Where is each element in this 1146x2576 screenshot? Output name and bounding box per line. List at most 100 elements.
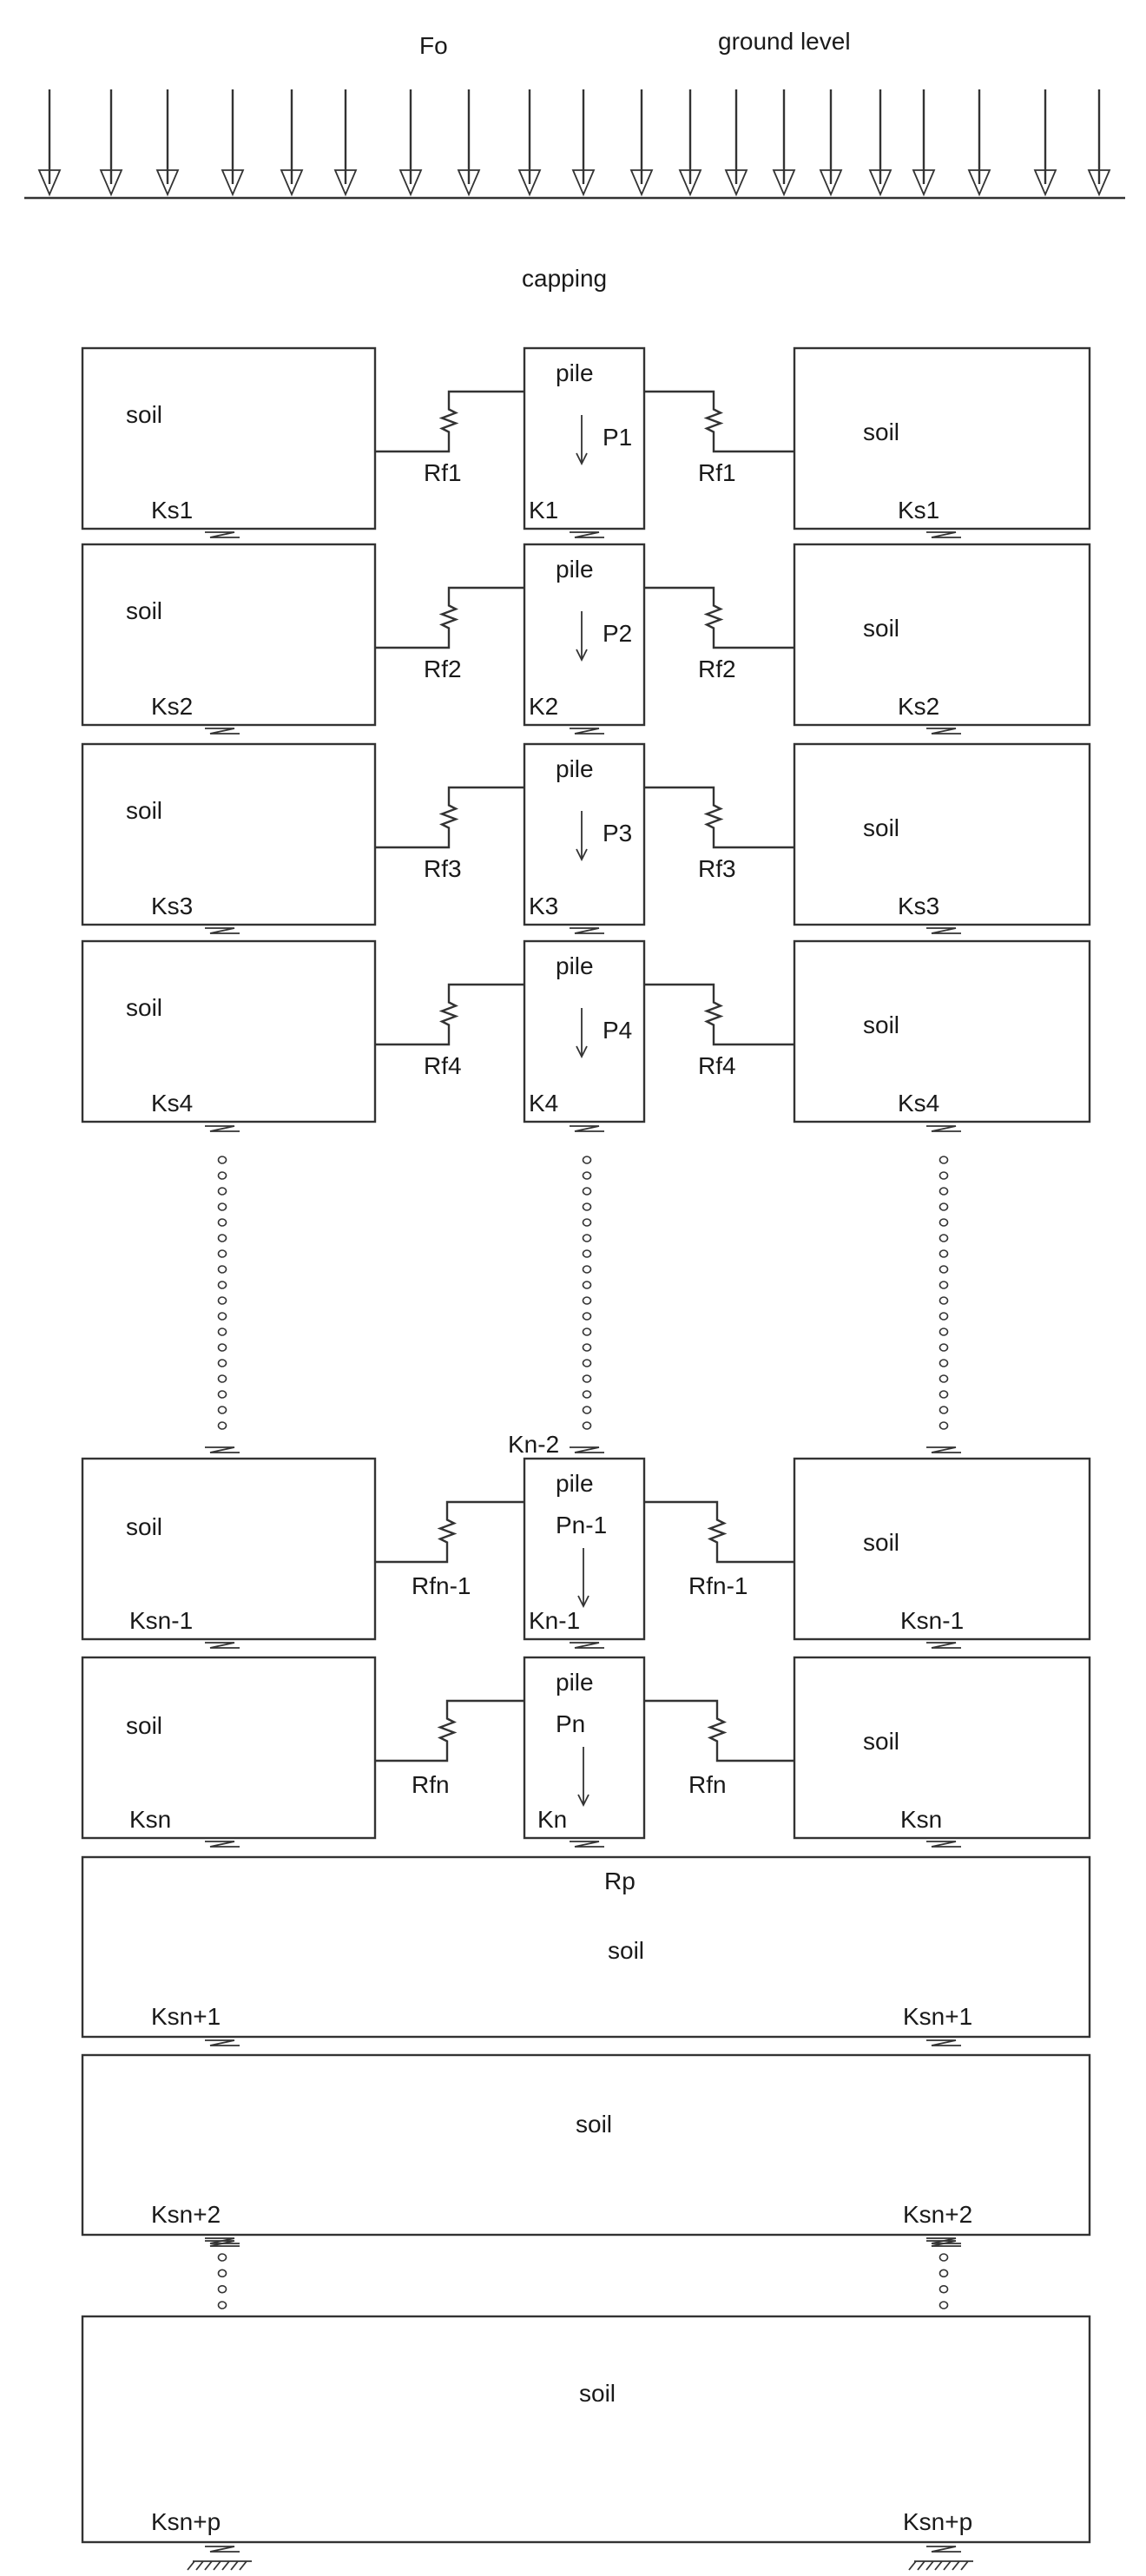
fixed-support-hatch (934, 2560, 943, 2571)
continuation-dot (217, 1281, 227, 1289)
pile-stiffness-label: K4 (529, 1090, 558, 1117)
bottom-soil-label: soil (576, 2111, 612, 2138)
right-soil-stiffness-label: Ksn (900, 1806, 942, 1833)
continuation-dot (939, 2284, 949, 2294)
fixed-support-hatch (221, 2560, 230, 2571)
pile-load-label: P4 (603, 1017, 632, 1044)
continuation-dots-group: Kn-2 (205, 1125, 961, 1458)
load-arrow-head-icon (155, 169, 180, 197)
continuation-dot (217, 1296, 227, 1305)
continuation-spring (205, 1125, 240, 1132)
continuation-spring (205, 1446, 240, 1453)
right-friction-label: Rf3 (698, 855, 736, 882)
right-soil-stiffness-label: Ksn-1 (900, 1607, 964, 1634)
load-arrow-head-icon (99, 169, 123, 197)
load-arrow-head-icon (457, 169, 481, 197)
continuation-dot (217, 2253, 227, 2262)
pile-load-label: P1 (603, 424, 632, 451)
load-arrow-head-icon (571, 169, 596, 197)
pile-label: pile (556, 556, 594, 583)
left-soil-spring (205, 927, 240, 934)
pile-load-arrow-head (576, 649, 588, 662)
continuation-dot (217, 2284, 227, 2294)
left-soil-label: soil (126, 1513, 162, 1540)
bottom-soil-layer-box (81, 1855, 1091, 2039)
right-soil-stiffness-label: Ks4 (898, 1090, 939, 1117)
load-arrow-head-icon (517, 169, 542, 197)
continuation-dot (939, 1249, 949, 1258)
continuation-dot (582, 1359, 592, 1367)
left-friction-label: Rf4 (424, 1052, 462, 1079)
continuation-dot (217, 1421, 227, 1430)
right-soil-spring (926, 1841, 961, 1848)
right-friction-spring (644, 1699, 794, 1762)
right-soil-spring (926, 1642, 961, 1649)
left-friction-spring (375, 1500, 524, 1564)
pile-tip-resistance-label: Rp (604, 1868, 636, 1894)
load-arrow-head-icon (912, 169, 936, 197)
continuation-dot (939, 1406, 949, 1414)
continuation-dot (217, 1374, 227, 1383)
continuation-spring (926, 2240, 961, 2247)
continuation-dot (939, 1281, 949, 1289)
pile-box (523, 1656, 646, 1840)
pile-spring (570, 531, 604, 538)
left-soil-stiffness-label: Ks1 (151, 497, 193, 524)
left-soil-stiffness-label: Ksn-1 (129, 1607, 193, 1634)
continuation-dot (582, 1156, 592, 1164)
load-arrow-head-icon (280, 169, 304, 197)
continuation-dot (217, 1156, 227, 1164)
bottom-soil-label: soil (608, 1937, 644, 1964)
pile-load-arrow-head (576, 452, 588, 466)
pile-stiffness-label: K2 (529, 693, 558, 720)
pile-load-label: P2 (603, 620, 632, 647)
bottom-soil-label: soil (579, 2380, 616, 2407)
pile-load-arrow-head (577, 1794, 589, 1808)
continuation-dot (939, 1156, 949, 1164)
right-friction-spring (644, 786, 794, 849)
load-arrow-head-icon (1087, 169, 1111, 197)
load-arrow-head-icon (868, 169, 892, 197)
continuation-dot (582, 1249, 592, 1258)
pile-label: pile (556, 952, 594, 979)
continuation-dot (939, 2253, 949, 2262)
left-soil-label: soil (126, 797, 162, 824)
left-soil-label: soil (126, 401, 162, 428)
load-arrow-head-icon (333, 169, 358, 197)
left-soil-spring (205, 1642, 240, 1649)
continuation-dot (217, 1328, 227, 1336)
bottom-left-stiffness-label: Ksn+2 (151, 2201, 221, 2228)
bottom-soil-spring (926, 2039, 961, 2046)
fixed-support-hatch (925, 2560, 934, 2571)
right-soil-spring (926, 728, 961, 735)
right-friction-label: Rf1 (698, 459, 736, 486)
continuation-dot (939, 1187, 949, 1196)
fixed-support-hatch (204, 2560, 213, 2571)
bottom-left-stiffness-label: Ksn+p (151, 2508, 221, 2535)
continuation-dot (582, 1202, 592, 1211)
load-arrow-head-icon (819, 169, 843, 197)
continuation-dot (582, 1374, 592, 1383)
right-soil-box (793, 1656, 1091, 1840)
pile-label: pile (556, 1470, 594, 1497)
continuation-dot (217, 1359, 227, 1367)
left-soil-spring (205, 1841, 240, 1848)
fixed-support-hatch (960, 2560, 969, 2571)
bottom-soil-layer-box (81, 2053, 1091, 2237)
pile-label: pile (556, 359, 594, 386)
fixed-support-hatch (908, 2560, 917, 2571)
left-friction-spring (375, 586, 524, 649)
load-arrow-head-icon (772, 169, 796, 197)
continuation-dot (582, 1218, 592, 1227)
left-friction-label: Rfn (412, 1771, 450, 1798)
right-soil-spring (926, 927, 961, 934)
continuation-dot (217, 1343, 227, 1352)
continuation-dot (217, 1390, 227, 1399)
pile-box (523, 543, 646, 727)
continuation-dot (217, 1171, 227, 1180)
